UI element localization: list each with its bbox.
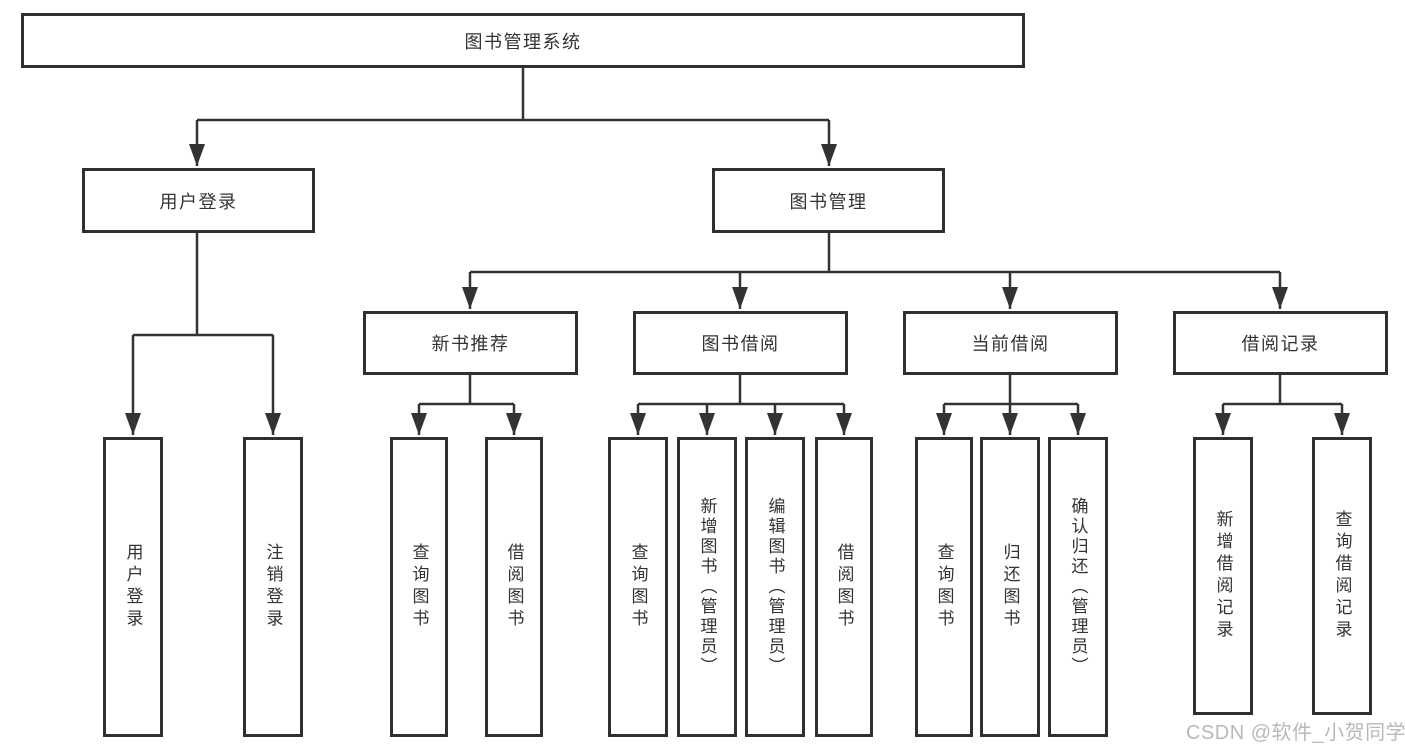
node-book-management: 图书管理 [712,168,945,233]
leaf-borrow-borrow-book: 借阅图书 [815,437,873,737]
leaf-logout: 注销登录 [243,437,303,737]
leaf-borrow-edit-book-admin: 编辑图书（管理员） [745,437,805,737]
leaf-recommend-query-book: 查询图书 [390,437,448,737]
node-book-borrow: 图书借阅 [633,311,848,375]
leaf-logout-label: 注销登录 [263,543,283,631]
leaf-records-add-record: 新增借阅记录 [1193,437,1253,715]
node-current-borrow: 当前借阅 [903,311,1118,375]
leaf-user-login: 用户登录 [103,437,163,737]
node-borrow-records: 借阅记录 [1173,311,1388,375]
leaf-current-return-book-label: 归还图书 [1000,543,1020,631]
leaf-recommend-borrow-book: 借阅图书 [485,437,543,737]
leaf-current-query-book-label: 查询图书 [934,543,954,631]
leaf-records-query-record-label: 查询借阅记录 [1332,510,1352,642]
leaf-current-confirm-return-admin-label: 确认归还（管理员） [1068,497,1088,677]
node-root-library-system: 图书管理系统 [21,13,1025,68]
leaf-borrow-add-book-admin: 新增图书（管理员） [677,437,737,737]
leaf-current-return-book: 归还图书 [980,437,1040,737]
leaf-current-confirm-return-admin: 确认归还（管理员） [1048,437,1108,737]
csdn-watermark: CSDN @软件_小贺同学 [1186,722,1405,744]
leaf-borrow-query-book-label: 查询图书 [628,543,648,631]
leaf-borrow-add-book-admin-label: 新增图书（管理员） [697,497,717,677]
leaf-borrow-edit-book-admin-label: 编辑图书（管理员） [765,497,785,677]
leaf-recommend-borrow-book-label: 借阅图书 [504,543,524,631]
leaf-borrow-borrow-book-label: 借阅图书 [834,543,854,631]
leaf-records-add-record-label: 新增借阅记录 [1213,510,1233,642]
leaf-records-query-record: 查询借阅记录 [1312,437,1372,715]
leaf-borrow-query-book: 查询图书 [608,437,668,737]
leaf-recommend-query-book-label: 查询图书 [409,543,429,631]
node-new-book-recommend: 新书推荐 [363,311,578,375]
leaf-current-query-book: 查询图书 [915,437,973,737]
leaf-user-login-label: 用户登录 [123,543,143,631]
node-user-login: 用户登录 [82,168,315,233]
